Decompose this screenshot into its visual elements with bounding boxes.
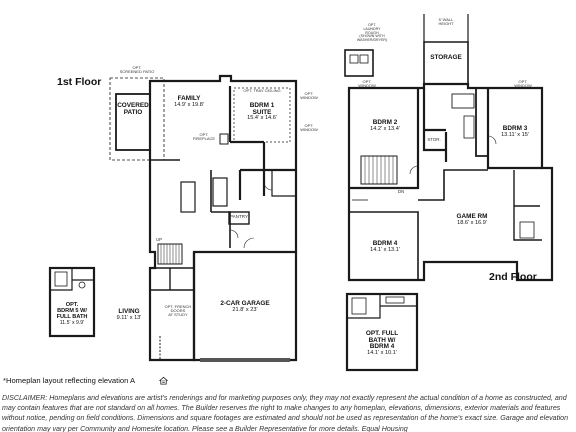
opt-window-note: OPT.WINDOW — [300, 91, 318, 101]
optional-bedroom5-label: OPT. BDRM 5 W/ FULL BATH 11.5' x 9.9' — [56, 302, 88, 326]
first-floor-up-label: UP — [155, 237, 163, 242]
opt-window-left-note: OPT.WINDOW — [358, 79, 376, 89]
elevation-footnote: *Homeplan layout reflecting elevation A — [3, 376, 136, 385]
storage-label: STORAGE — [430, 54, 462, 61]
pantry-label: PANTRY — [229, 214, 249, 219]
first-floor-label: 1st Floor — [57, 76, 102, 88]
equal-housing-icon — [159, 376, 168, 385]
optional-bath-label: OPT. FULL BATH W/ BDRM 4 14.1' x 10.1' — [365, 330, 399, 357]
opt-window-right-note: OPT.WINDOW — [514, 79, 532, 89]
first-floor-walls — [109, 74, 298, 362]
second-floor-dn-label: DN — [397, 189, 405, 194]
second-floor-label: 2nd Floor — [489, 271, 537, 283]
laundry-inset — [344, 49, 374, 77]
opt-window-note-2: OPT.WINDOW — [300, 123, 318, 133]
second-floor-walls — [347, 14, 554, 282]
tray-ceiling-note: OPT. TRAY CEILING — [243, 88, 281, 93]
optional-bath-inset — [345, 292, 419, 372]
opt-fireplace-note: OPT.FIREPLACE — [192, 132, 216, 142]
disclaimer-text: DISCLAIMER: Homeplans and elevations are… — [2, 394, 569, 432]
storage-small-label: STOR. — [427, 137, 441, 142]
optional-bedroom5-inset — [48, 266, 96, 338]
screened-patio-note: OPT.SCREENED PATIO — [119, 65, 155, 75]
